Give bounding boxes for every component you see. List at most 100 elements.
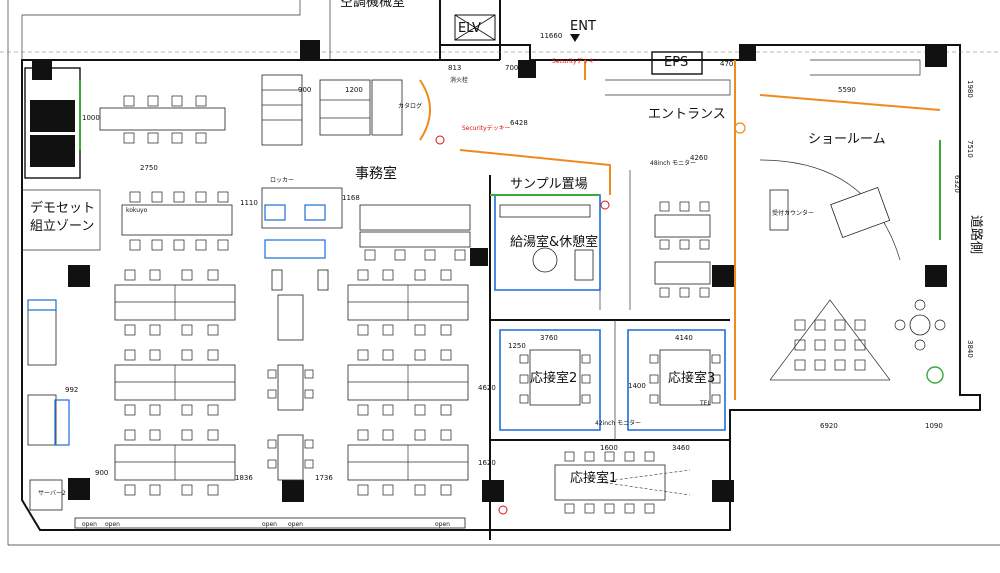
reception-1-table xyxy=(554,451,691,514)
monitor-label-2: 48inch モニター xyxy=(650,159,696,167)
dim-1200: 1200 xyxy=(345,86,363,94)
dim-6920: 6920 xyxy=(820,422,838,430)
eps-box xyxy=(651,51,703,75)
dim-1980: 1980 xyxy=(966,80,974,98)
dim-1736: 1736 xyxy=(315,474,333,482)
showroom-chairs xyxy=(794,319,866,371)
dim-4260: 4260 xyxy=(690,154,708,162)
reception-counter xyxy=(769,189,789,231)
elv-shaft xyxy=(439,0,501,61)
server-label: サーバー2 xyxy=(38,490,66,497)
dim-1836: 1836 xyxy=(235,474,253,482)
kitchen-furniture xyxy=(499,204,594,281)
office-label: 事務室 xyxy=(355,165,397,182)
dim-1600: 1600 xyxy=(600,444,618,452)
inner-partitions xyxy=(489,170,730,540)
dim-1620: 1620 xyxy=(478,459,496,467)
dim-1110: 1110 xyxy=(240,199,258,207)
showroom-label: ショールーム xyxy=(808,132,886,147)
dim-1168: 1168 xyxy=(342,194,360,202)
dim-1250: 1250 xyxy=(508,342,526,350)
dim-900-b: 900 xyxy=(95,469,108,477)
machine-room-label: 空調機械室 xyxy=(340,0,405,10)
office-chairs-left xyxy=(124,269,219,496)
storage-block-2 xyxy=(30,135,75,167)
top-shelving xyxy=(261,74,403,146)
svg-text:open: open xyxy=(82,521,97,528)
left-cabinets xyxy=(27,299,70,511)
entrance-label: エントランス xyxy=(648,107,726,122)
security-label-2: Securityデッキー xyxy=(462,124,511,132)
sample-storage-label: サンプル置場 xyxy=(510,177,588,192)
svg-text:open: open xyxy=(288,521,303,528)
reception-2-label: 応接室2 xyxy=(530,370,577,386)
machine-room-wall xyxy=(21,0,331,60)
entrance-meeting-tables xyxy=(654,201,711,298)
outer-wall xyxy=(21,44,981,531)
dim-6428: 6428 xyxy=(510,119,528,127)
bottom-open-row: open open open open open xyxy=(74,517,466,529)
security-label-1: Securityデッキー xyxy=(552,57,601,65)
tel-label: TEL xyxy=(699,400,711,407)
locker-label: ロッカー xyxy=(270,177,294,184)
structural-columns xyxy=(32,40,947,502)
dim-4140: 4140 xyxy=(675,334,693,342)
showroom-sightlines xyxy=(769,299,891,381)
plant-icon xyxy=(926,366,944,384)
dim-2750: 2750 xyxy=(140,164,158,172)
security-marker-4 xyxy=(734,122,746,134)
ent-label: ENT xyxy=(570,19,596,34)
entrance-counter xyxy=(605,79,731,96)
dim-5590: 5590 xyxy=(838,86,856,94)
dim-3840: 3840 xyxy=(966,340,974,358)
office-desks-right xyxy=(347,284,469,481)
dim-11660: 11660 xyxy=(540,32,562,40)
demo-zone-label-2: 組立ゾーン xyxy=(30,219,94,234)
dim-992: 992 xyxy=(65,386,78,394)
elv-cross-2 xyxy=(454,14,496,41)
center-lockers xyxy=(261,187,343,291)
storage-block-1 xyxy=(30,100,75,132)
dim-3460: 3460 xyxy=(672,444,690,452)
elv-label: ELV xyxy=(458,21,481,36)
reception-3-table xyxy=(649,349,721,406)
svg-text:open: open xyxy=(105,521,120,528)
dim-7510: 7510 xyxy=(966,140,974,158)
ent-arrow-icon xyxy=(570,34,580,42)
dim-700: 700 xyxy=(505,64,518,72)
reception-3-label: 応接室3 xyxy=(668,370,715,386)
kokuyo-desks xyxy=(121,191,233,251)
security-marker-1 xyxy=(435,135,445,145)
reception-1-label: 応接室1 xyxy=(570,470,617,486)
dim-4620: 4620 xyxy=(478,384,496,392)
demo-zone-outline xyxy=(22,189,101,251)
center-small-tables xyxy=(267,294,314,481)
eps-label: EPS xyxy=(664,55,688,70)
dim-1400: 1400 xyxy=(628,382,646,390)
showroom-counter-top xyxy=(810,59,921,76)
road-side-label: 道路側 xyxy=(968,215,984,254)
orange-corridor xyxy=(459,149,611,195)
dim-1090: 1090 xyxy=(925,422,943,430)
top-left-desks xyxy=(99,95,226,144)
demo-zone-label-1: デモセット xyxy=(30,200,95,216)
orange-door-1 xyxy=(419,79,431,141)
reception-counter-label: 受付カウンター xyxy=(772,209,814,217)
showroom-orange-line xyxy=(759,94,941,111)
fire-label: 消火栓 xyxy=(450,76,468,84)
svg-text:open: open xyxy=(262,521,277,528)
dim-3760: 3760 xyxy=(540,334,558,342)
catalog-label: カタログ xyxy=(398,102,422,110)
kitchen-label: 給湯室&休憩室 xyxy=(510,234,598,250)
security-marker-3 xyxy=(498,505,508,515)
monitor-label-1: 42inch モニター xyxy=(595,419,641,427)
dim-900: 900 xyxy=(298,86,311,94)
dim-470: 470 xyxy=(720,60,733,68)
elv-box xyxy=(454,14,496,41)
showroom-curve xyxy=(759,159,901,261)
center-right-desks xyxy=(359,204,471,261)
svg-text:open: open xyxy=(435,521,450,528)
security-marker-2 xyxy=(600,200,610,210)
top-boundary xyxy=(7,0,1000,546)
